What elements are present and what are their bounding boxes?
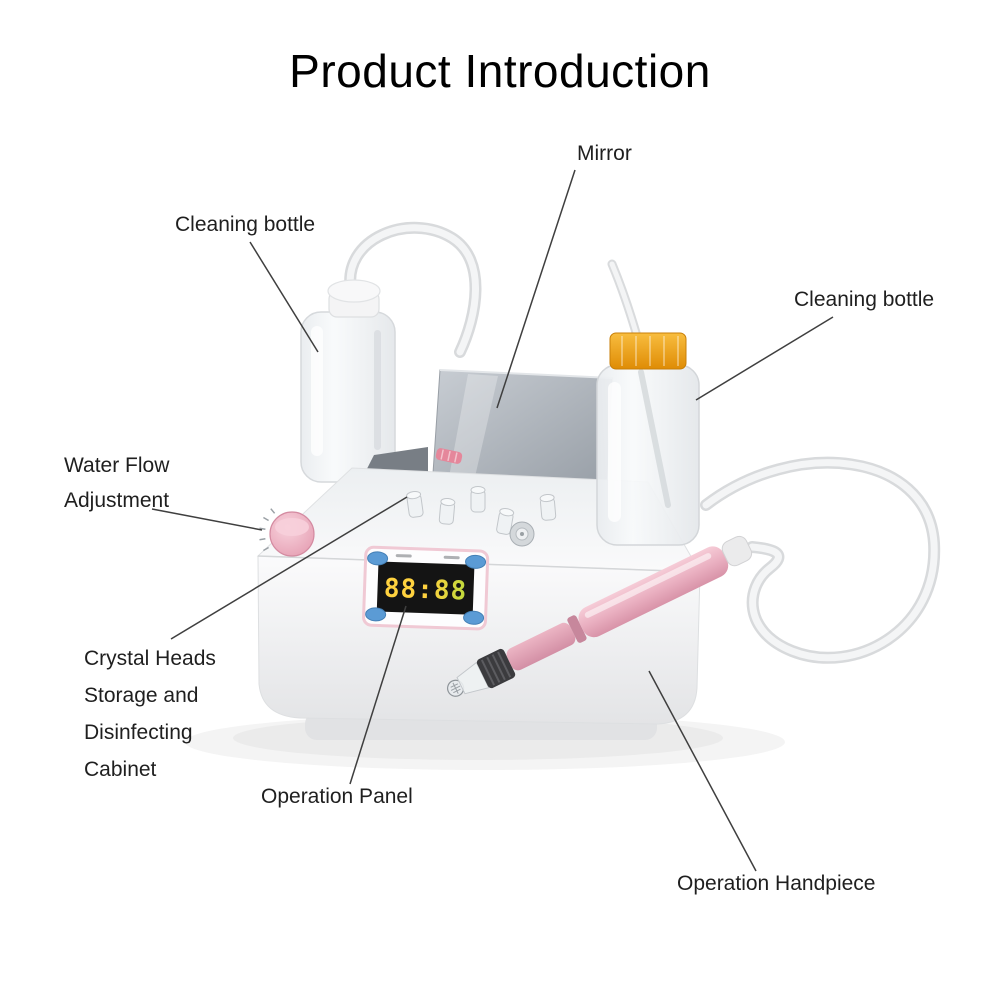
panel-buttons — [365, 551, 487, 625]
label-water-flow-line2: Adjustment — [64, 489, 170, 512]
cleaning-bottle-left — [300, 279, 396, 483]
label-crystal-line4: Cabinet — [84, 758, 157, 781]
water-flow-knob — [259, 508, 315, 557]
label-mirror: Mirror — [577, 142, 632, 165]
hinge-filter — [435, 448, 463, 464]
label-operation-panel: Operation Panel — [261, 785, 413, 808]
mirror-callout-line — [496, 169, 576, 409]
callout-lines — [151, 169, 834, 872]
operation-panel-display: 88:88 — [362, 545, 490, 631]
page-title: Product Introduction — [289, 45, 711, 97]
metal-disc — [509, 521, 535, 547]
display-readout: 88:88 — [383, 574, 467, 607]
label-cleaning-bottle-right: Cleaning bottle — [794, 288, 935, 311]
operation-handpiece — [446, 535, 753, 697]
label-cleaning-bottle-left: Cleaning bottle — [175, 213, 316, 236]
cleaning-bottle-right — [596, 259, 700, 546]
cleaning-bottle-left-callout-line — [249, 241, 319, 353]
cleaning-bottle-right-callout-line — [695, 316, 834, 401]
label-crystal-heads-cabinet: Crystal Heads Storage and Disinfecting C… — [84, 640, 216, 788]
water-flow-callout-line — [151, 508, 263, 531]
label-crystal-line1: Crystal Heads — [84, 647, 216, 670]
operation-panel-callout-line — [349, 605, 407, 785]
label-operation-handpiece: Operation Handpiece — [677, 872, 876, 895]
crystal-heads-tray — [406, 486, 557, 547]
tube-left — [344, 221, 482, 358]
label-crystal-line2: Storage and — [84, 684, 199, 707]
label-water-flow-adjustment: Water Flow Adjustment — [64, 448, 169, 518]
label-crystal-line3: Disinfecting — [84, 721, 193, 744]
tube-right-loop — [700, 456, 941, 664]
label-water-flow-line1: Water Flow — [64, 454, 170, 477]
operation-handpiece-callout-line — [648, 670, 757, 872]
crystal-heads-callout-line — [170, 496, 408, 640]
